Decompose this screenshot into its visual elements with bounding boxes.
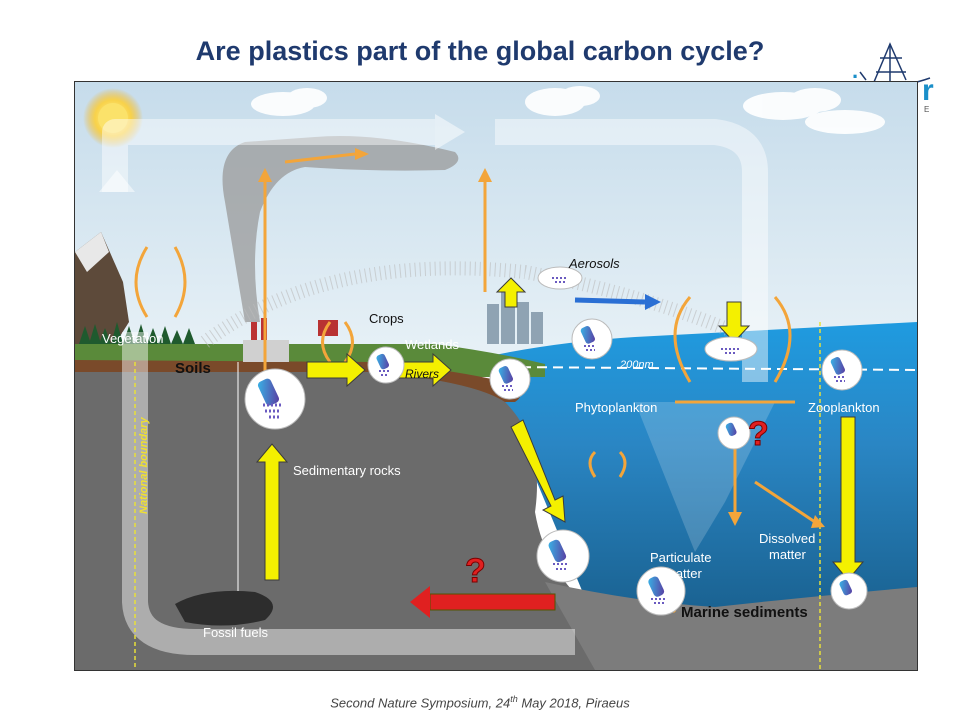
label-vegetation: Vegetation: [102, 331, 163, 346]
label-wetlands: Wetlands: [405, 337, 459, 352]
slide-title: Are plastics part of the global carbon c…: [195, 36, 765, 66]
bottle-icon: [489, 358, 531, 400]
circulation-arrows: [102, 119, 768, 655]
bottle-icon: [571, 318, 613, 360]
ship-logo: . r E: [852, 42, 934, 114]
yellow-flux-arrows: [255, 277, 865, 581]
label-aerosols: Aerosols: [568, 256, 620, 271]
clouds: [251, 86, 885, 134]
blue-flux-arrow: [574, 294, 661, 310]
fossil-fuel-deposit: [175, 590, 273, 626]
label-phytoplankton: Phytoplankton: [575, 400, 657, 415]
red-flux-arrow: [410, 586, 556, 618]
logo-sub: E: [924, 105, 929, 114]
bottle-icon: [636, 566, 686, 616]
footer-superscript: th: [510, 694, 518, 704]
label-soils: Soils: [175, 360, 211, 377]
logo-letter: r: [922, 74, 934, 107]
bottle-icon: [717, 416, 751, 450]
footer: Second Nature Symposium, 24th May 2018, …: [0, 694, 960, 710]
label-particulate-matter-2: matter: [665, 566, 703, 581]
footer-suffix: May 2018, Piraeus: [517, 695, 630, 711]
question-mark: ?: [465, 552, 486, 590]
bottle-icon: [821, 349, 863, 391]
bottle-icon: [244, 368, 306, 430]
label-particulate-matter: Particulate: [650, 550, 711, 565]
label-dissolved-matter: Dissolved: [759, 531, 815, 546]
label-dissolved-matter-2: matter: [769, 547, 807, 562]
ship-icon: [859, 42, 931, 87]
label-zooplankton: Zooplankton: [808, 400, 880, 415]
forest: [79, 322, 195, 344]
label-national-boundary: National boundary: [138, 417, 150, 514]
label-sedimentary-rocks: Sedimentary rocks: [293, 463, 401, 478]
microplastic-icons: [244, 266, 868, 616]
bottle-icon: [704, 336, 758, 362]
label-rivers: Rivers: [405, 367, 439, 381]
aerosol-band: [200, 261, 738, 348]
smoke-plume: [222, 136, 459, 322]
bottle-icon: [830, 572, 868, 610]
bottle-icon: [536, 529, 590, 583]
label-marine-sediments: Marine sediments: [681, 604, 808, 621]
bottle-icon: [367, 346, 405, 384]
label-depth: 200nm: [619, 359, 654, 371]
label-crops: Crops: [369, 311, 404, 326]
logo-dot: .: [852, 58, 858, 83]
marine-sediment-layer: [545, 582, 917, 670]
carbon-cycle-diagram: ? ? Aerosols Crops Vegetation Soils Wetl…: [74, 81, 918, 671]
bottle-icon: [537, 266, 583, 290]
footer-prefix: Second Nature Symposium, 24: [330, 695, 511, 711]
label-fossil-fuels: Fossil fuels: [203, 625, 269, 640]
orange-flux-arrows: [134, 152, 816, 614]
ocean: [485, 322, 917, 670]
question-mark: ?: [748, 415, 769, 453]
